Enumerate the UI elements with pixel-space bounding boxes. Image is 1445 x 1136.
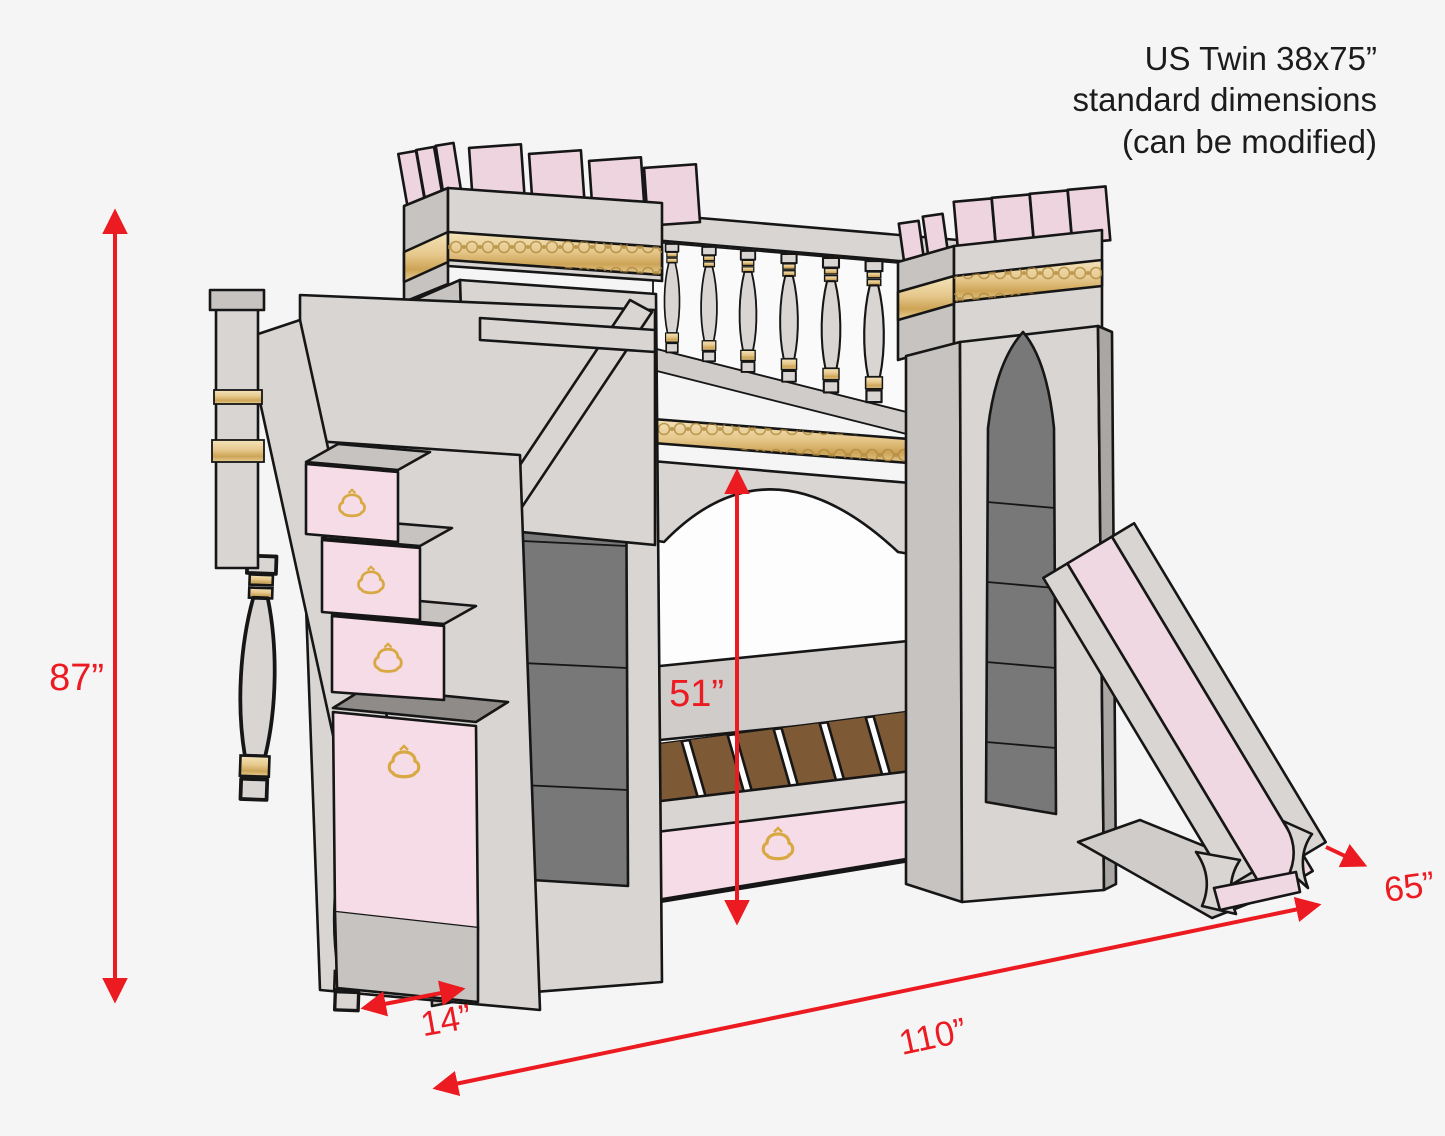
right-tower-window xyxy=(984,330,1058,816)
baluster xyxy=(663,243,681,354)
stair-drawer-1 xyxy=(304,462,400,544)
stair-tread xyxy=(304,442,432,472)
slide-foot-back xyxy=(1281,819,1314,890)
spec-note-line: US Twin 38x75” xyxy=(1144,40,1377,77)
left-tower-gold-beads xyxy=(448,232,662,275)
stair-drawer-4 xyxy=(331,710,480,930)
right-tower-shaft-side xyxy=(904,340,964,904)
baluster xyxy=(820,256,842,394)
spec-note: US Twin 38x75” standard dimensions (can … xyxy=(957,38,1377,162)
right-tower-gold-beads xyxy=(954,260,1102,302)
arch-band xyxy=(638,458,924,558)
stair-baluster xyxy=(234,553,281,802)
dimension-label-110: 110” xyxy=(896,1011,970,1063)
dimension-label-14: 14” xyxy=(418,997,475,1044)
ground-shadow xyxy=(639,855,921,907)
newel-post xyxy=(208,288,266,570)
baluster xyxy=(863,259,885,404)
baluster xyxy=(700,246,718,363)
stair-drawer-3 xyxy=(330,614,446,702)
right-tower xyxy=(896,185,1118,904)
baluster xyxy=(738,250,758,373)
staircase xyxy=(208,288,657,1013)
baluster xyxy=(779,253,799,383)
dimension-line-110 xyxy=(432,896,1322,1097)
upper-deck xyxy=(638,346,959,558)
slide-rail-front xyxy=(1041,562,1254,888)
right-tower-gold-side xyxy=(896,274,956,322)
dimension-label-51: 51” xyxy=(669,673,724,715)
left-tower-gold-side xyxy=(402,230,450,284)
dimension-label-65: 65” xyxy=(1382,864,1438,910)
right-window-dividers xyxy=(985,501,1057,749)
deck-gold-beads xyxy=(640,418,922,464)
platform-rail xyxy=(478,316,657,354)
spec-note-line: standard dimensions xyxy=(1072,81,1377,119)
spec-note-line: (can be modified) xyxy=(1122,122,1377,160)
dimension-label-87: 87” xyxy=(49,657,104,699)
stair-drawer-2 xyxy=(320,538,422,622)
dimension-line-65 xyxy=(1325,844,1368,868)
